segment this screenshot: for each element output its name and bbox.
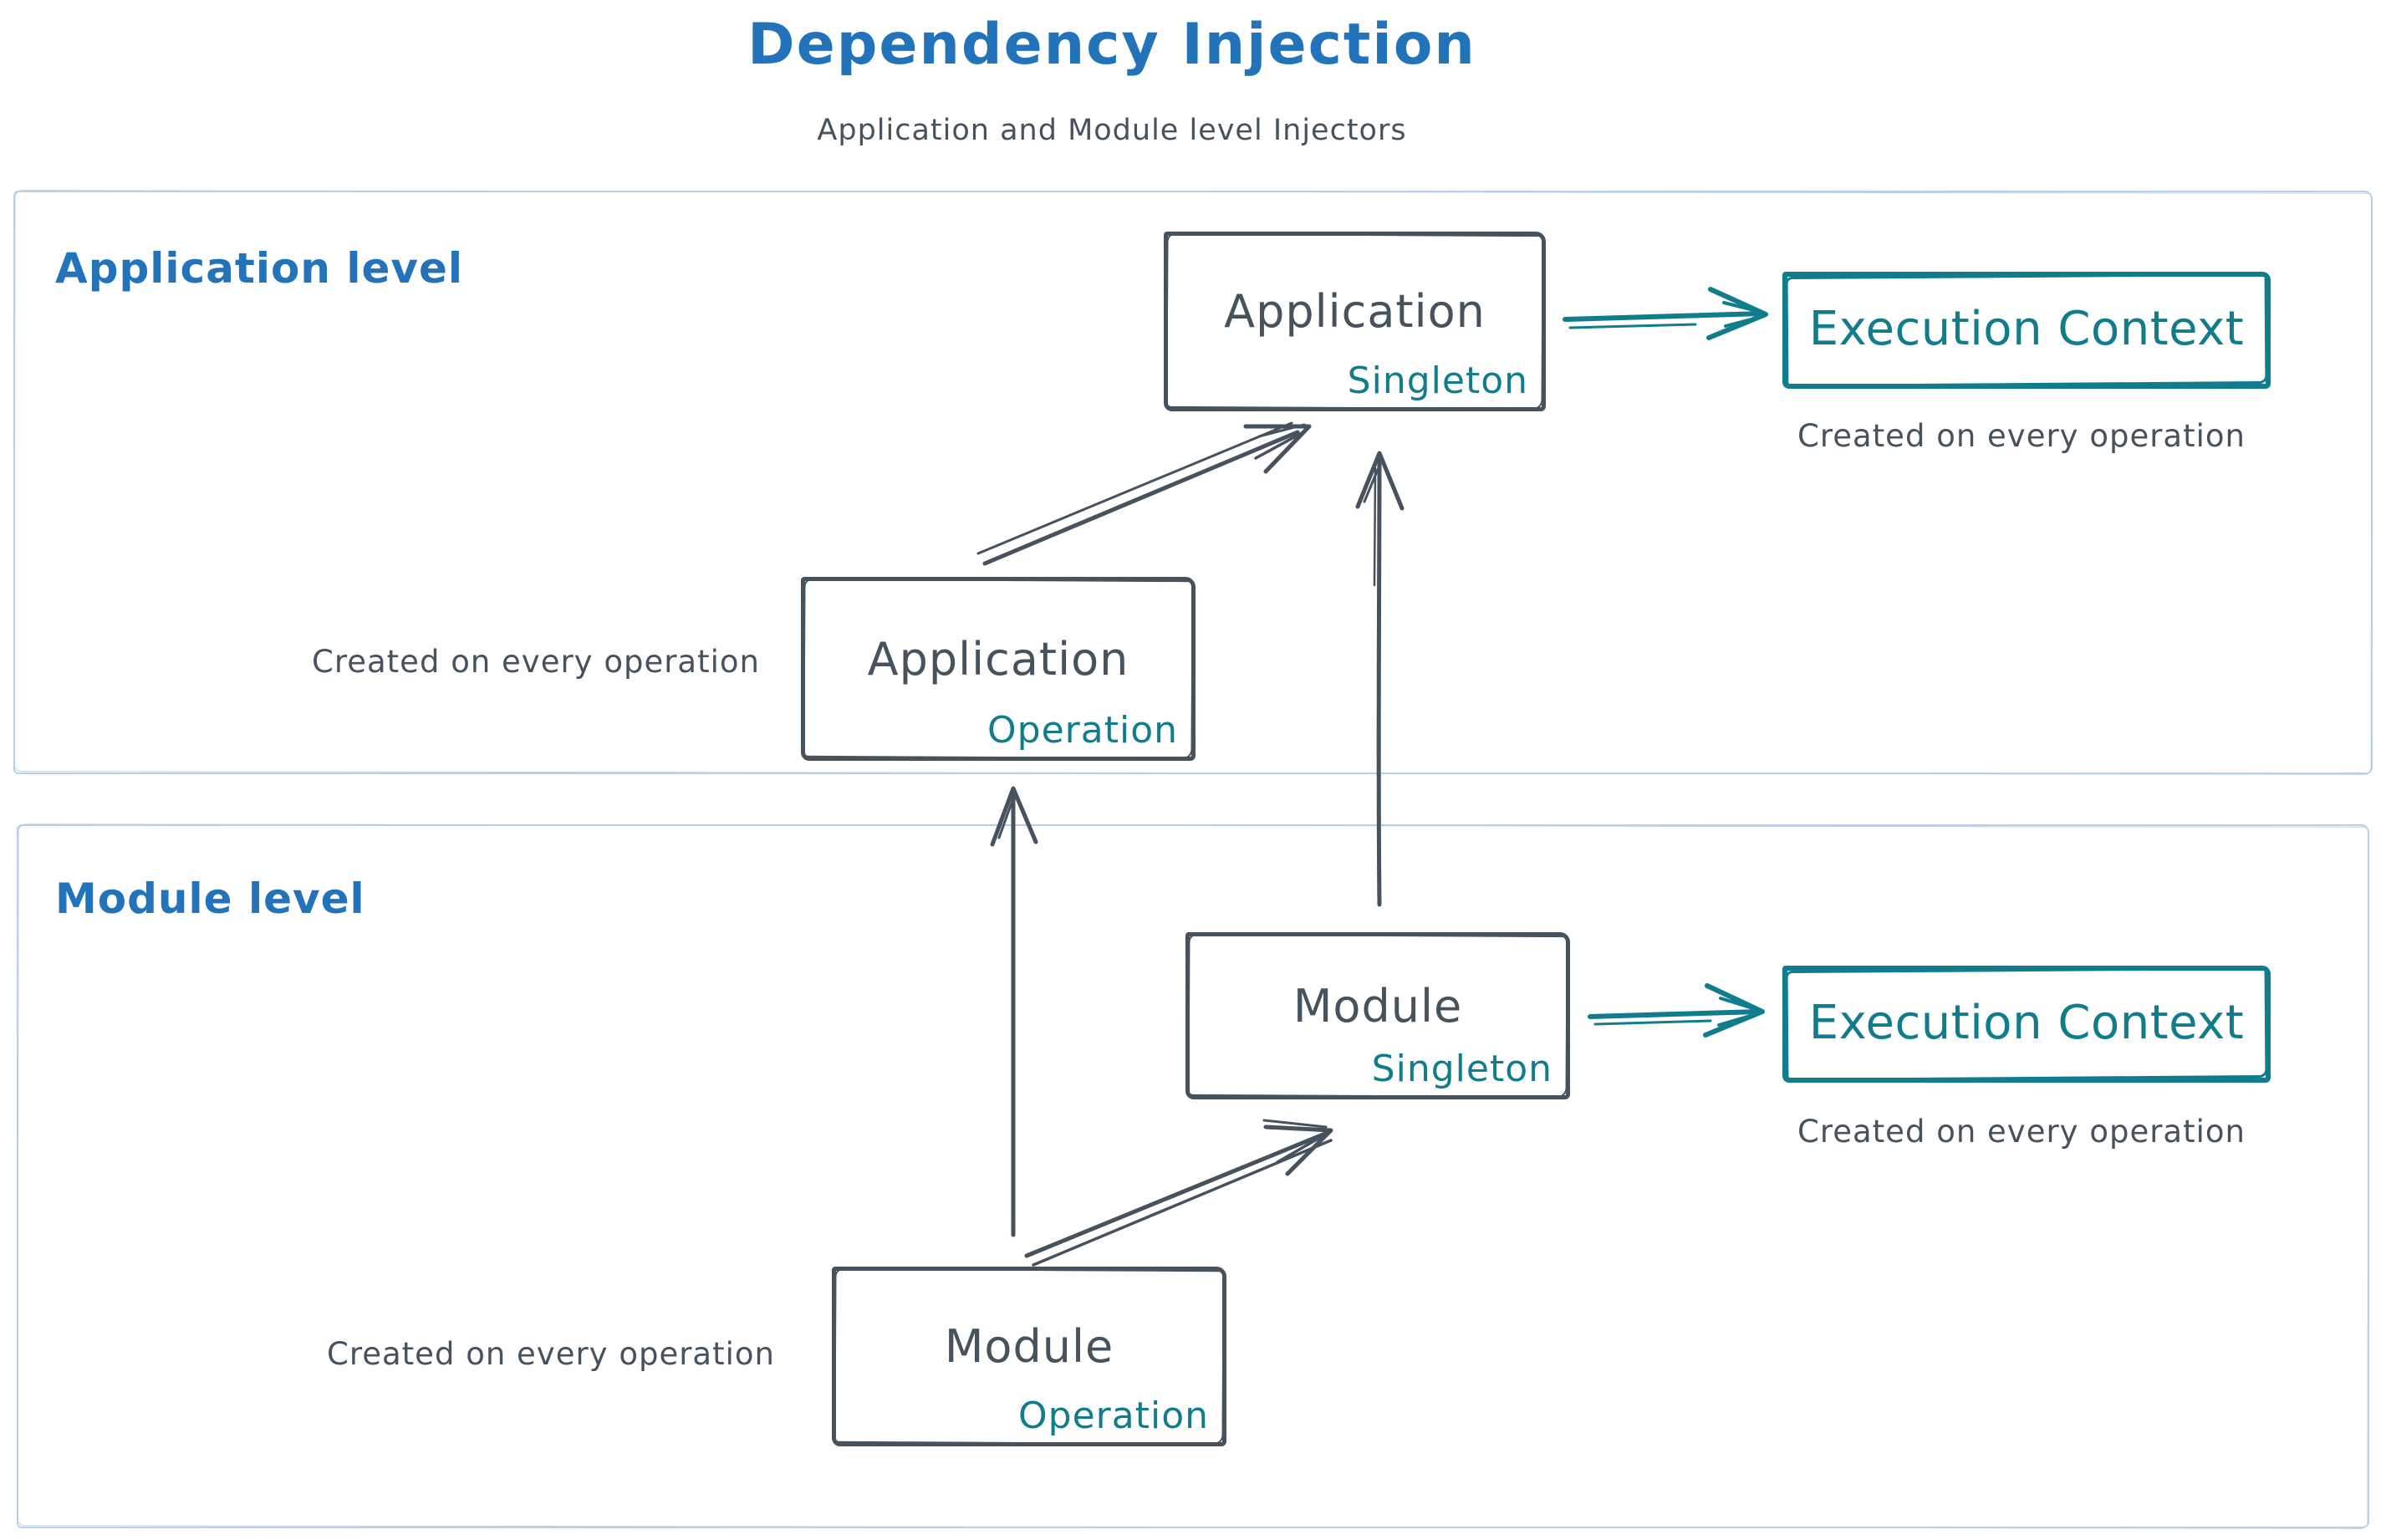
module-singleton-badge: Singleton [1371, 1048, 1552, 1090]
execution-context-module-node: Execution Context [1782, 966, 2271, 1083]
module-level-label: Module level [55, 875, 365, 923]
module-singleton-node: Module Singleton [1185, 932, 1570, 1099]
execution-context-app-title: Execution Context [1808, 301, 2245, 356]
application-operation-node: Application Operation [801, 577, 1196, 761]
application-operation-caption: Created on every operation [312, 644, 760, 680]
diagram-subtitle: Application and Module level Injectors [817, 114, 1407, 147]
application-singleton-node: Application Singleton [1164, 232, 1546, 411]
module-operation-badge: Operation [1018, 1395, 1209, 1437]
application-operation-title: Application [867, 632, 1129, 686]
diagram-title: Dependency Injection [747, 12, 1476, 78]
application-singleton-badge: Singleton [1347, 360, 1528, 402]
execution-context-app-node: Execution Context [1782, 272, 2271, 389]
application-level-label: Application level [55, 244, 464, 293]
application-level-panel [13, 191, 2373, 774]
application-operation-badge: Operation [987, 709, 1178, 752]
module-operation-node: Module Operation [832, 1267, 1226, 1446]
execution-context-module-caption: Created on every operation [1797, 1114, 2246, 1150]
module-singleton-title: Module [1292, 979, 1463, 1033]
application-singleton-title: Application [1224, 285, 1486, 338]
module-level-panel [17, 824, 2369, 1528]
module-operation-caption: Created on every operation [327, 1336, 775, 1372]
execution-context-app-caption: Created on every operation [1797, 418, 2246, 454]
module-operation-title: Module [944, 1320, 1114, 1373]
execution-context-module-title: Execution Context [1808, 995, 2245, 1050]
